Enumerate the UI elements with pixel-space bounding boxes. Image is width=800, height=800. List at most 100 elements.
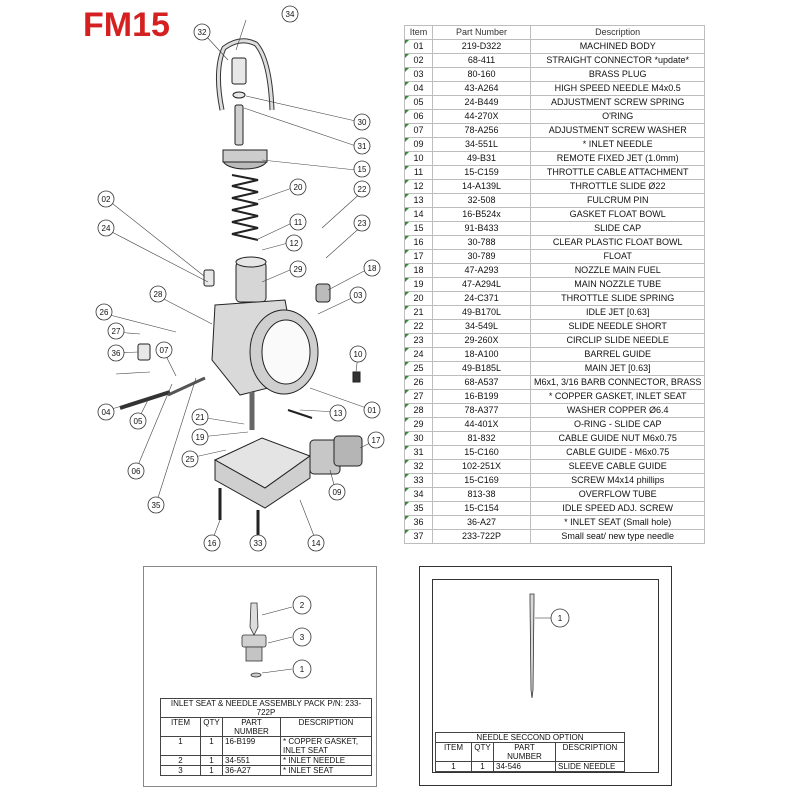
cell-description: IDLE SPEED ADJ. SCREW xyxy=(529,501,706,516)
parts-table-header: Item Part Number Description xyxy=(404,25,706,40)
cell-description: CABLE GUIDE NUT M6x0.75 xyxy=(529,431,706,446)
cell-item: 20 xyxy=(404,291,433,306)
callout-21-label: 21 xyxy=(196,413,205,422)
inlet-pack-drawing: 2 3 1 xyxy=(241,595,312,679)
callout-07 xyxy=(155,341,173,359)
inlet-callout-1-label: 1 xyxy=(300,665,305,674)
inlet-cell-description: * COPPER GASKET, INLET SEAT xyxy=(280,736,372,756)
cell-part-number: 32-508 xyxy=(432,193,531,208)
inlet-callout-3-label: 3 xyxy=(300,633,305,642)
inlet-callout-2-label: 2 xyxy=(300,601,305,610)
callout-05-label: 05 xyxy=(134,417,143,426)
callout-35 xyxy=(147,496,165,514)
inlet-cell-qty: 1 xyxy=(200,765,223,776)
needle-option-table: NEEDLE SECCOND OPTION ITEM QTY PART NUMB… xyxy=(435,732,625,772)
callout-17 xyxy=(367,431,385,449)
callout-20 xyxy=(289,178,307,196)
callout-28 xyxy=(149,285,167,303)
needle-option-panel: 1 NEEDLE SECCOND OPTION ITEM QTY PART NU… xyxy=(419,566,672,786)
inlet-cell-qty: 1 xyxy=(200,736,223,756)
callout-14-label: 14 xyxy=(312,539,321,548)
cell-description: ADJUSTMENT SCREW SPRING xyxy=(529,95,706,110)
cell-part-number: 16-B199 xyxy=(432,389,531,404)
cell-item: 18 xyxy=(404,263,433,278)
callout-24-label: 24 xyxy=(102,224,111,233)
cell-item: 32 xyxy=(404,459,433,474)
cell-item: 36 xyxy=(404,515,433,530)
inlet-pack-panel: 2 3 1 INLET SEAT & NEEDLE ASSEMBLY PACK … xyxy=(143,566,377,787)
callout-36-label: 36 xyxy=(112,349,121,358)
callout-06-label: 06 xyxy=(132,467,141,476)
cell-description: CABLE GUIDE - M6x0.75 xyxy=(529,445,706,460)
cell-part-number: 78-A377 xyxy=(432,403,531,418)
callout-31 xyxy=(353,137,371,155)
cell-item: 17 xyxy=(404,249,433,264)
inlet-cell-item: 2 xyxy=(160,755,201,766)
needle-cell-item: 1 xyxy=(435,761,472,772)
cell-description: BRASS PLUG xyxy=(529,67,706,82)
callout-31-label: 31 xyxy=(358,142,367,151)
callout-30-label: 30 xyxy=(358,118,367,127)
cell-item: 02 xyxy=(404,53,433,68)
header-description: Description xyxy=(529,25,706,40)
callout-24 xyxy=(97,219,115,237)
cell-description: * INLET NEEDLE xyxy=(529,137,706,152)
cell-item: 14 xyxy=(404,207,433,222)
callout-32-label: 32 xyxy=(198,28,207,37)
callout-04-label: 04 xyxy=(102,408,111,417)
inlet-pack-caption: INLET SEAT & NEEDLE ASSEMBLY PACK P/N: 2… xyxy=(160,698,372,718)
needle-drawing: 1 xyxy=(529,593,570,699)
cell-description: MACHINED BODY xyxy=(529,39,706,54)
cell-part-number: 34-549L xyxy=(432,319,531,334)
cell-part-number: 34-551L xyxy=(432,137,531,152)
cell-description: WASHER COPPER Ø6.4 xyxy=(529,403,706,418)
callout-01 xyxy=(363,401,381,419)
cell-part-number: 24-C371 xyxy=(432,291,531,306)
callout-30 xyxy=(353,113,371,131)
needle-header-item: ITEM xyxy=(435,742,472,762)
cell-part-number: 14-A139L xyxy=(432,179,531,194)
callout-07-label: 07 xyxy=(160,346,169,355)
cell-description: GASKET FLOAT BOWL xyxy=(529,207,706,222)
callout-23-label: 23 xyxy=(358,219,367,228)
callout-19 xyxy=(191,428,209,446)
callout-10 xyxy=(349,345,367,363)
cell-description: SLIDE NEEDLE SHORT xyxy=(529,319,706,334)
callout-32 xyxy=(193,23,211,41)
cell-item: 11 xyxy=(404,165,433,180)
cell-part-number: 24-B449 xyxy=(432,95,531,110)
callout-27 xyxy=(107,322,125,340)
callout-17-label: 17 xyxy=(372,436,381,445)
cell-item: 21 xyxy=(404,305,433,320)
needle-cell-part-number: 34-546 xyxy=(493,761,556,772)
cell-part-number: 47-A293 xyxy=(432,263,531,278)
callout-13 xyxy=(329,404,347,422)
cell-part-number: 68-A537 xyxy=(432,375,531,390)
cell-part-number: 44-270X xyxy=(432,109,531,124)
cell-item: 10 xyxy=(404,151,433,166)
callout-16-label: 16 xyxy=(208,539,217,548)
callout-12-label: 12 xyxy=(290,239,299,248)
cell-description: NOZZLE MAIN FUEL xyxy=(529,263,706,278)
cell-item: 04 xyxy=(404,81,433,96)
callout-34-label: 34 xyxy=(286,10,295,19)
callout-02 xyxy=(97,190,115,208)
callout-16 xyxy=(203,534,221,552)
